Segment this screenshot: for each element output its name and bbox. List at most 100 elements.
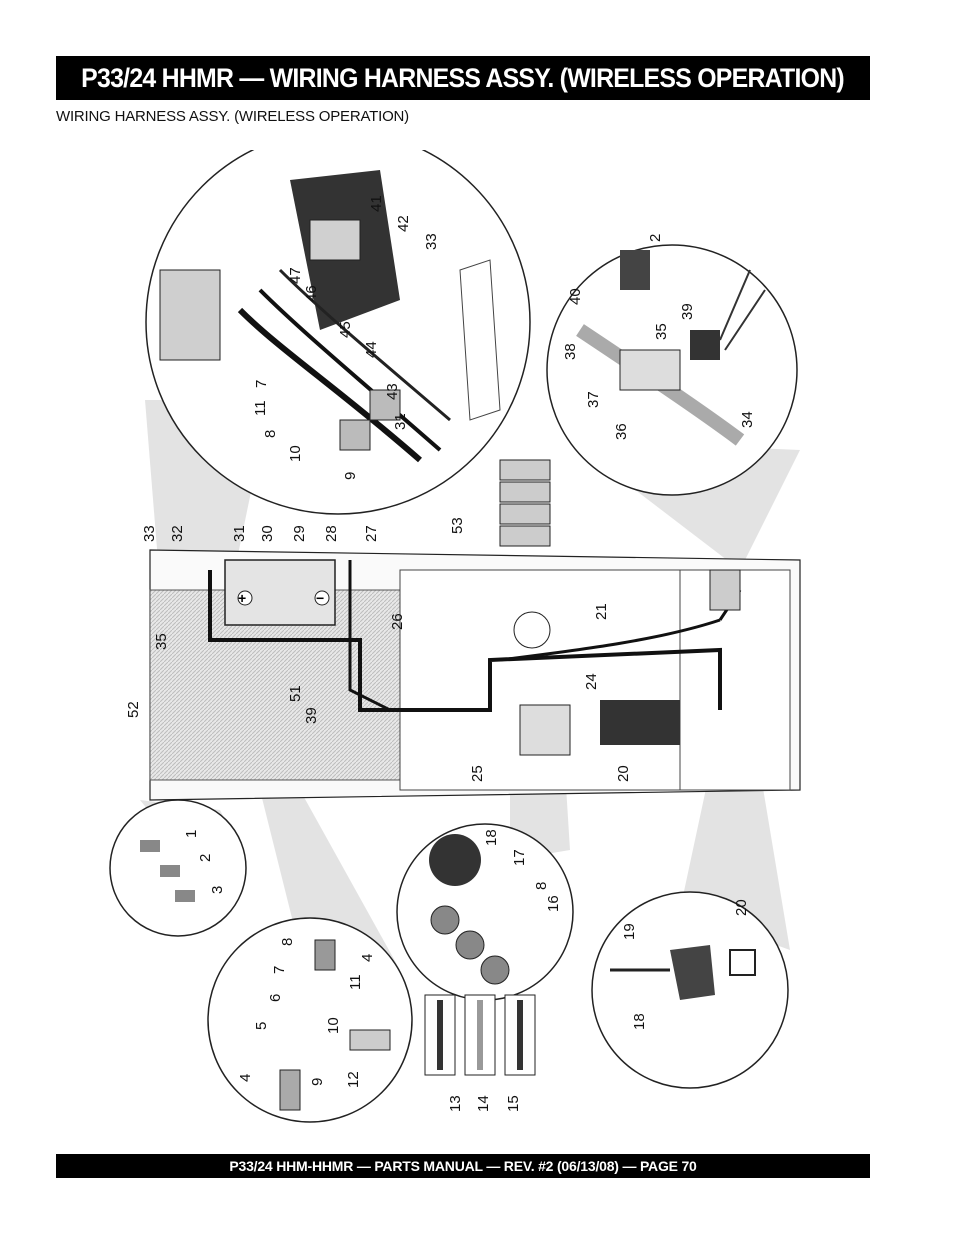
callout-46: 43 bbox=[384, 383, 401, 400]
detail-circle-receiver bbox=[546, 244, 798, 496]
svg-text:20: 20 bbox=[615, 765, 632, 782]
svg-text:53: 53 bbox=[449, 517, 466, 534]
svg-text:8: 8 bbox=[262, 430, 279, 438]
svg-text:20: 20 bbox=[733, 899, 750, 916]
callout-2: 2 bbox=[197, 854, 214, 862]
detail-circle-connector bbox=[396, 823, 574, 1001]
svg-text:17: 17 bbox=[511, 849, 528, 866]
callout-28: 26 bbox=[389, 613, 406, 630]
callout-27: 25 bbox=[469, 765, 486, 782]
callout-6: 6 bbox=[267, 994, 284, 1002]
section-subtitle: WIRING HARNESS ASSY. (WIRELESS OPERATION… bbox=[56, 108, 409, 125]
svg-text:34: 34 bbox=[739, 411, 756, 428]
svg-text:35: 35 bbox=[153, 633, 170, 650]
svg-text:24: 24 bbox=[583, 673, 600, 690]
callout-24: 20 bbox=[615, 765, 632, 782]
svg-text:16: 16 bbox=[545, 895, 562, 912]
callout-37: 34 bbox=[739, 411, 756, 428]
svg-text:45: 45 bbox=[337, 321, 354, 338]
svg-text:8: 8 bbox=[279, 938, 296, 946]
callout-51: 51 bbox=[287, 685, 304, 702]
callout-3: 3 bbox=[209, 886, 226, 894]
callout-8b: 8 bbox=[533, 882, 550, 890]
callout-53: 53 bbox=[449, 517, 466, 534]
svg-text:1: 1 bbox=[183, 830, 200, 838]
svg-text:15: 15 bbox=[505, 1095, 522, 1112]
svg-text:39: 39 bbox=[679, 303, 696, 320]
callout-48: 45 bbox=[337, 321, 354, 338]
svg-text:41: 41 bbox=[368, 195, 385, 212]
callout-19: 18 bbox=[631, 1013, 648, 1030]
callout-4a: 4 bbox=[359, 954, 376, 962]
callout-9: 9 bbox=[309, 1078, 326, 1086]
svg-text:10: 10 bbox=[325, 1017, 342, 1034]
svg-text:2: 2 bbox=[647, 234, 664, 242]
callout-14: 14 bbox=[475, 1095, 492, 1112]
callout-7: 7 bbox=[253, 380, 270, 388]
svg-text:5: 5 bbox=[253, 1022, 270, 1030]
svg-text:19: 19 bbox=[621, 923, 638, 940]
callout-13: 13 bbox=[447, 1095, 464, 1112]
svg-text:33: 33 bbox=[141, 525, 158, 542]
detail-circle-sensor bbox=[109, 799, 247, 937]
svg-text:18: 18 bbox=[631, 1013, 648, 1030]
callout-40: 37 bbox=[585, 391, 602, 408]
callout-39: 36 bbox=[613, 423, 630, 440]
detail-circle-plug bbox=[591, 891, 789, 1089]
svg-text:9: 9 bbox=[342, 472, 359, 480]
callout-42: 39 bbox=[679, 303, 696, 320]
svg-text:47: 47 bbox=[287, 267, 304, 284]
detail-circle-switch bbox=[207, 917, 413, 1123]
svg-text:13: 13 bbox=[447, 1095, 464, 1112]
svg-text:31: 31 bbox=[392, 413, 409, 430]
callout-45: 42 bbox=[395, 215, 412, 232]
svg-text:51: 51 bbox=[287, 685, 304, 702]
svg-text:46: 46 bbox=[303, 285, 320, 302]
callout-36: 35 bbox=[153, 633, 170, 650]
connector-group bbox=[499, 459, 551, 547]
callout-labels: 41 42 33 47 46 45 44 43 31 7 11 8 10 9 2… bbox=[125, 195, 756, 1112]
callout-11: 11 bbox=[252, 400, 269, 416]
callout-1: 1 bbox=[183, 830, 200, 838]
svg-text:37: 37 bbox=[585, 391, 602, 408]
svg-text:8: 8 bbox=[533, 882, 550, 890]
callout-11b: 11 bbox=[347, 974, 364, 990]
callout-32: 30 bbox=[259, 525, 276, 542]
svg-text:4: 4 bbox=[237, 1074, 254, 1082]
callout-52: 52 bbox=[125, 701, 142, 718]
callout-31: 29 bbox=[291, 525, 308, 542]
svg-text:7: 7 bbox=[253, 380, 270, 388]
svg-text:36: 36 bbox=[613, 423, 630, 440]
svg-text:18: 18 bbox=[483, 829, 500, 846]
callout-49: 46 bbox=[303, 285, 320, 302]
svg-text:11: 11 bbox=[347, 974, 364, 990]
battery-minus-symbol: − bbox=[316, 590, 324, 606]
page-footer-bar: P33/24 HHM-HHMR — PARTS MANUAL — REV. #2… bbox=[56, 1154, 870, 1178]
callout-38: 35 bbox=[653, 323, 670, 340]
callout-44: 41 bbox=[368, 195, 385, 212]
contact-pins bbox=[424, 994, 536, 1076]
callout-8c: 8 bbox=[279, 938, 296, 946]
svg-text:25: 25 bbox=[469, 765, 486, 782]
svg-text:4: 4 bbox=[359, 954, 376, 962]
callout-8a: 8 bbox=[262, 430, 279, 438]
callout-30: 28 bbox=[323, 525, 340, 542]
callout-47: 44 bbox=[363, 341, 380, 358]
svg-text:39: 39 bbox=[303, 707, 320, 724]
svg-text:31: 31 bbox=[231, 525, 248, 542]
svg-text:27: 27 bbox=[363, 525, 380, 542]
svg-text:29: 29 bbox=[291, 525, 308, 542]
svg-text:3: 3 bbox=[209, 886, 226, 894]
detail-circle-relay-area bbox=[145, 150, 531, 515]
callout-20: 19 bbox=[621, 923, 638, 940]
callout-35b: 33 bbox=[141, 525, 158, 542]
callout-25: 21 bbox=[593, 603, 610, 620]
callout-50: 47 bbox=[287, 267, 304, 284]
callout-35: 33 bbox=[423, 233, 440, 250]
callout-21: 20 bbox=[733, 899, 750, 916]
machine-body: + − bbox=[149, 549, 801, 801]
svg-text:7: 7 bbox=[271, 966, 288, 974]
callout-43: 40 bbox=[567, 288, 584, 305]
callout-9a: 9 bbox=[342, 472, 359, 480]
battery-plus-symbol: + bbox=[238, 590, 246, 606]
